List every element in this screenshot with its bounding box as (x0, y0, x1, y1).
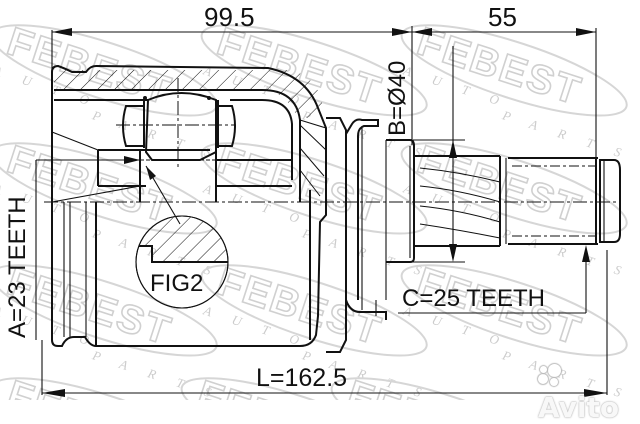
avito-paw-icon (538, 364, 564, 386)
housing-teeth-label: A=23 TEETH (4, 196, 31, 338)
shaft-teeth-label: C=25 TEETH (402, 285, 545, 312)
avito-watermark: Avito (538, 358, 640, 424)
avito-text: Avito (538, 391, 620, 424)
dimension-shaft-diameter (413, 46, 465, 263)
fig2-detail-circle (135, 215, 229, 309)
dimension-total-length (41, 250, 608, 397)
ball-cage-assembly (116, 78, 236, 170)
shaft-length-label: 55 (488, 2, 517, 32)
dimension-shaft-length (411, 26, 597, 160)
fig2-label: FIG2 (150, 270, 204, 297)
outer-housing (51, 64, 327, 347)
dimension-housing-teeth (35, 156, 140, 340)
dimension-housing-length (51, 28, 412, 72)
cv-joint-drawing: FEBEST AUTO PARTS (0, 6, 640, 400)
dimension-shaft-teeth (398, 245, 590, 314)
shaft-diameter-label: B=Ø40 (384, 60, 411, 136)
fig2-leader (145, 165, 181, 225)
boot-collar (326, 117, 387, 353)
housing-length-label: 99.5 (204, 2, 255, 32)
stub-shaft (386, 139, 621, 263)
total-length-label: L=162.5 (256, 364, 348, 392)
